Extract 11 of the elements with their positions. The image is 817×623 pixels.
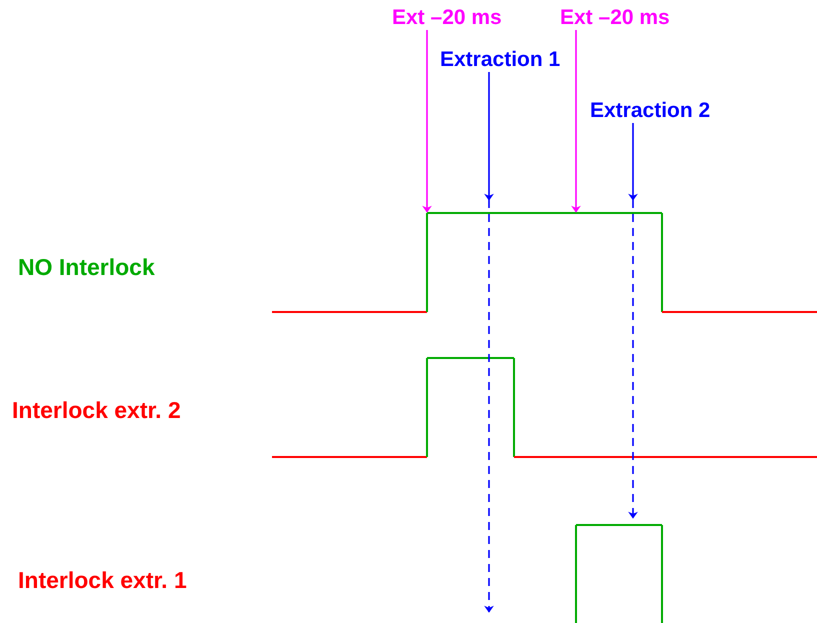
event-label: Ext –20 ms	[560, 6, 670, 30]
event-label: Ext –20 ms	[392, 6, 502, 30]
signal-name: NO Interlock	[18, 255, 155, 279]
signal-name: Interlock extr. 2	[12, 398, 181, 422]
event-label: Extraction 1	[440, 48, 560, 72]
arrow	[484, 72, 494, 612]
arrow	[571, 30, 581, 213]
arrow	[628, 123, 638, 518]
signal-name: Interlock extr. 1	[18, 568, 187, 592]
arrow	[422, 30, 432, 213]
event-label: Extraction 2	[590, 99, 710, 123]
